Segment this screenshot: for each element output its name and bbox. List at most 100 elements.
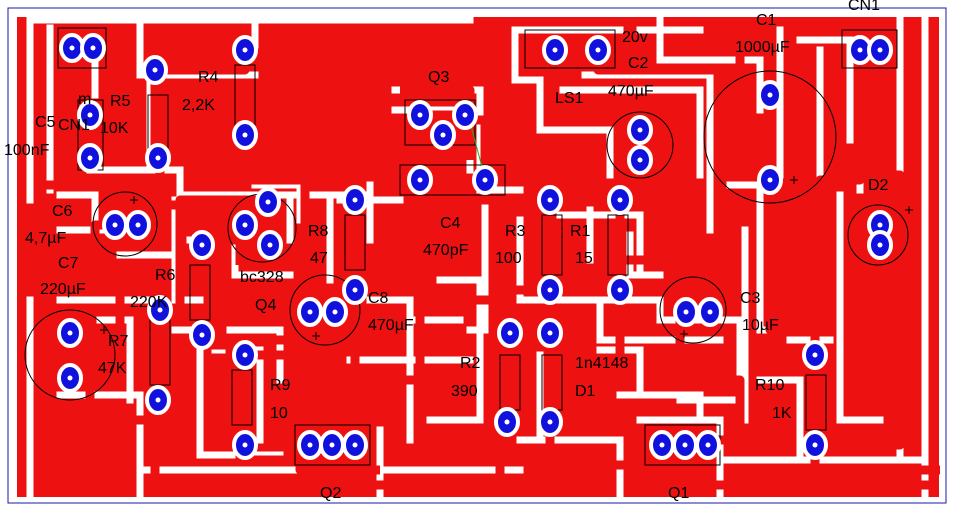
label-pin-mark: m: [78, 91, 91, 108]
pad-hole: [682, 442, 688, 448]
label-d1: D1: [575, 383, 596, 400]
label-c3: C3: [740, 290, 761, 307]
pad-hole: [87, 112, 93, 118]
pad-hole: [595, 47, 601, 53]
pad-hole: [307, 442, 313, 448]
pad-hole: [507, 330, 513, 336]
label-c5-value: 100nF: [4, 142, 50, 159]
label-q4: Q4: [255, 297, 276, 314]
label-r2-value: 390: [451, 383, 478, 400]
pad-hole: [267, 242, 273, 248]
silkscreen: [24, 27, 909, 466]
polarity-marks: [100, 176, 913, 340]
pad-hole: [242, 132, 248, 138]
pad-hole: [547, 419, 553, 425]
q4-outline: [289, 274, 361, 346]
label-c1-value: 1000µF: [735, 39, 790, 56]
label-c8: C8: [368, 290, 389, 307]
pad-hole: [242, 47, 248, 53]
pad-hole: [462, 112, 468, 118]
label-d1-value: 1n4148: [575, 355, 628, 372]
pad-hole: [877, 242, 883, 248]
label-r8: R8: [308, 223, 329, 240]
pad-hole: [242, 352, 248, 358]
pad-hole: [199, 242, 205, 248]
pad-hole: [617, 197, 623, 203]
c6-outline: [92, 191, 158, 257]
pad-hole: [87, 155, 93, 161]
label-cn1-top: CN1: [848, 0, 880, 14]
c1-outline: [703, 70, 837, 204]
pad-hole: [504, 419, 510, 425]
label-r9-value: 10: [270, 405, 288, 422]
label-bc328: bc328: [240, 269, 284, 286]
ls1-outline: [606, 111, 674, 179]
pad-hole: [857, 47, 863, 53]
label-r3-value: 100: [495, 250, 522, 267]
c4-outline: [399, 164, 506, 196]
pad-hole: [307, 309, 313, 315]
pad-hole: [199, 332, 205, 338]
label-r2: R2: [460, 355, 481, 372]
label-c7-value: 220µF: [40, 281, 86, 298]
r9-outline: [231, 369, 253, 426]
label-q2: Q2: [320, 485, 341, 502]
pad-hole: [242, 222, 248, 228]
r3-outline: [541, 214, 563, 276]
pad-hole: [417, 112, 423, 118]
label-c3-value: 10µF: [742, 317, 779, 334]
label-c2-value: 470µF: [608, 83, 654, 100]
label-r1: R1: [570, 223, 591, 240]
label-r5: R5: [110, 93, 131, 110]
pad-hole: [90, 45, 96, 51]
label-c8-value: 470µF: [368, 317, 414, 334]
pads: [57, 33, 893, 460]
pad-hole: [417, 177, 423, 183]
c7-outline: [24, 309, 116, 401]
label-q3: Q3: [428, 69, 449, 86]
pad-hole: [707, 309, 713, 315]
pad-hole: [877, 222, 883, 228]
r1-outline: [607, 214, 629, 276]
pad-hole: [152, 67, 158, 73]
labels: CN1 C1 1000µF 20v C2 470µF Q3 LS1 R4 2,2…: [4, 0, 889, 502]
pad-hole: [683, 309, 689, 315]
pad-hole: [242, 442, 248, 448]
label-c6: C6: [52, 203, 73, 220]
label-c6-value: 4,7µF: [25, 230, 66, 247]
label-r6-value: 220K: [130, 294, 168, 311]
pad-hole: [552, 47, 558, 53]
label-q1: Q1: [668, 485, 689, 502]
pad-hole: [547, 330, 553, 336]
pad-hole: [112, 222, 118, 228]
pad-hole: [352, 442, 358, 448]
label-r5-value: 10K: [100, 120, 129, 137]
label-r4: R4: [198, 69, 219, 86]
copper-pour: [17, 16, 940, 501]
pad-hole: [67, 375, 73, 381]
pad-hole: [440, 132, 446, 138]
label-r10: R10: [755, 377, 784, 394]
label-r9: R9: [270, 377, 291, 394]
c2-outline: [524, 29, 616, 69]
pad-hole: [69, 45, 75, 51]
pad-hole: [352, 287, 358, 293]
pad-hole: [812, 442, 818, 448]
r10-outline: [805, 374, 827, 431]
label-cn1-left: CN1: [58, 117, 90, 134]
r6-outline: [189, 264, 211, 321]
pad-hole: [329, 442, 335, 448]
q2-outline: [294, 424, 371, 466]
label-r1-value: 15: [575, 250, 593, 267]
label-d2: D2: [868, 177, 889, 194]
pad-hole: [705, 442, 711, 448]
label-c7: C7: [58, 255, 79, 272]
label-r3: R3: [505, 223, 526, 240]
cn1-top-outline: [841, 29, 898, 69]
pad-hole: [155, 155, 161, 161]
pad-hole: [767, 92, 773, 98]
pad-hole: [155, 397, 161, 403]
label-ls1: LS1: [555, 90, 584, 107]
pad-hole: [767, 177, 773, 183]
